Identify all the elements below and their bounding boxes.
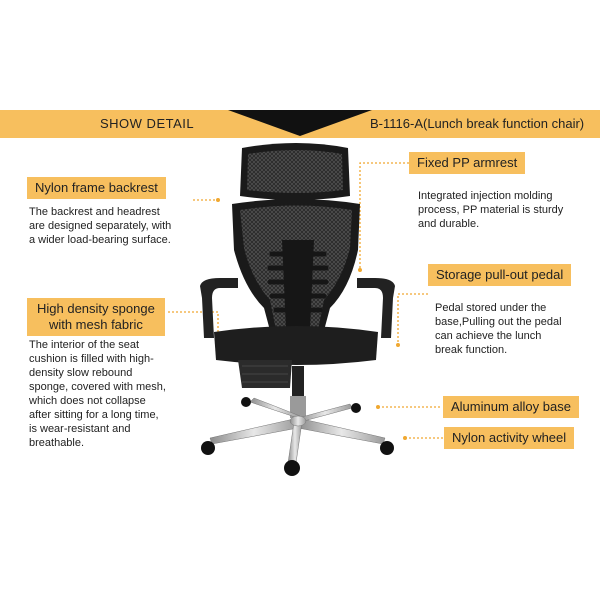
banner-notch [228,110,372,136]
model-title: B-1116-A(Lunch break function chair) [370,116,585,131]
tag-base: Aluminum alloy base [443,396,579,418]
leader-end-pedal [396,343,400,347]
leader-end-backrest [216,198,220,202]
office-chair-image [200,143,395,476]
leader-end-base [376,405,380,409]
show-detail-title: SHOW DETAIL [100,116,195,131]
tag-sponge: High density sponge with mesh fabric [27,298,165,336]
desc-backrest: The backrest and headrest are designed s… [29,206,172,246]
aluminum-base [209,397,386,464]
seat-cushion [214,326,378,365]
tag-pedal: Storage pull-out pedal [428,264,572,286]
desc-armrest: Integrated injection molding process, PP… [418,190,564,230]
tag-armrest: Fixed PP armrest [409,152,526,174]
left-armrest [200,278,238,338]
tag-backrest: Nylon frame backrest [27,177,166,199]
tag-wheel: Nylon activity wheel [444,427,575,449]
gas-lift [292,366,304,398]
casters [201,397,394,476]
leader-end-armrest [358,268,362,272]
leader-end-wheel [403,436,407,440]
desc-pedal: Pedal stored under the base,Pulling out … [435,302,562,356]
leader-armrest [359,162,409,270]
leader-pedal [397,293,428,345]
desc-sponge: The interior of the seat cushion is fill… [29,339,166,449]
right-armrest [357,278,395,338]
